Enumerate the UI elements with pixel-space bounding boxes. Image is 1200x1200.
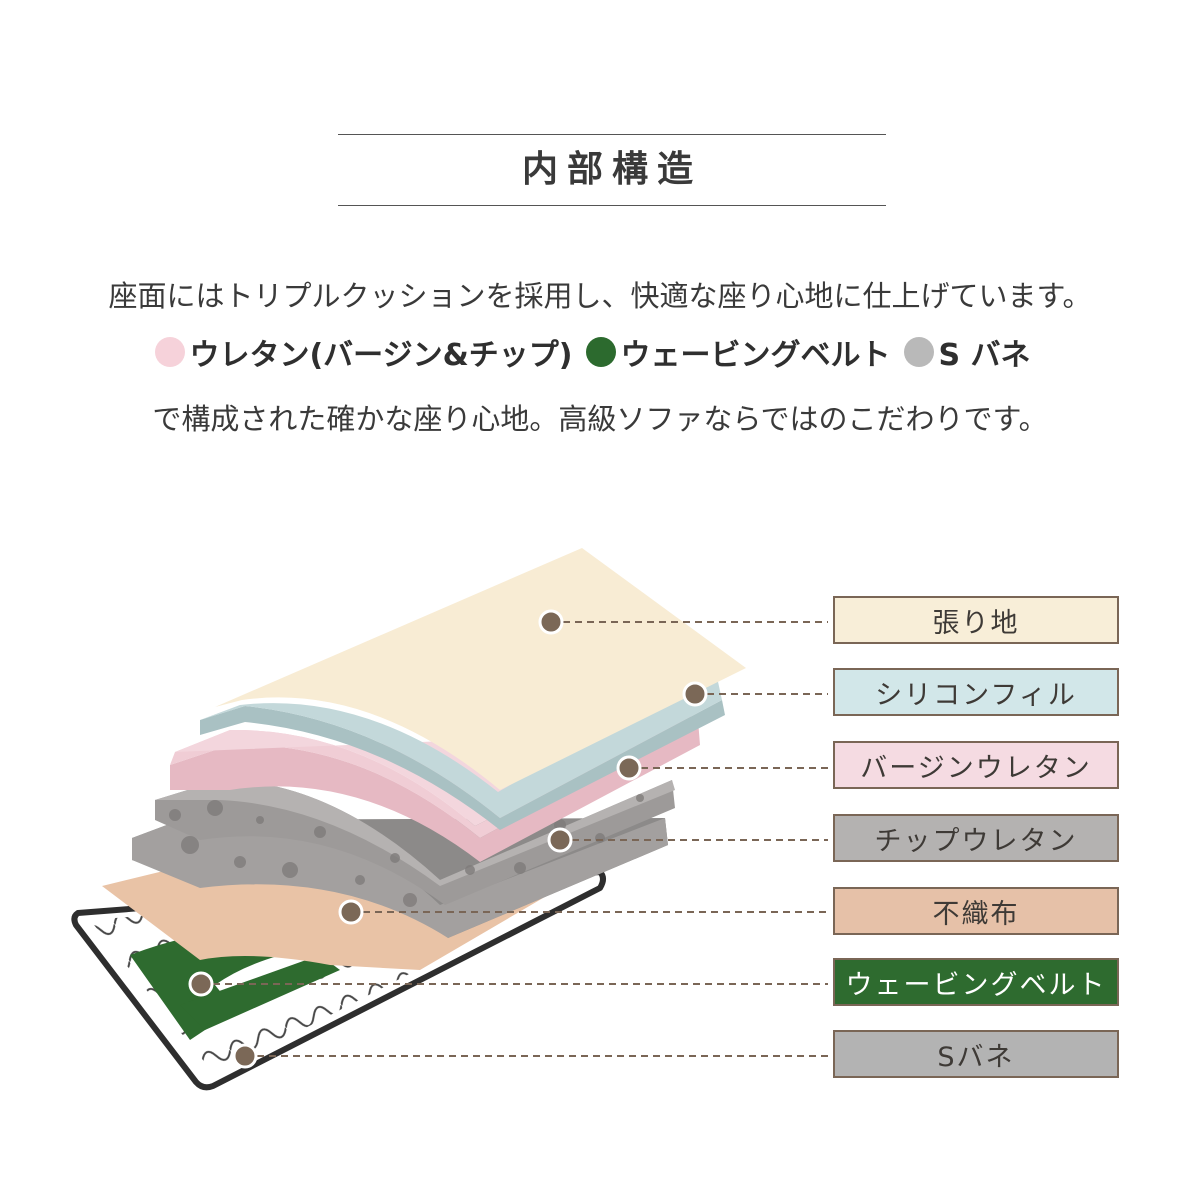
label-s-spring: Sバネ [833, 1030, 1119, 1078]
legend-urethane: ウレタン(バージン&チップ) [189, 338, 573, 373]
label-chip-urethane: チップウレタン [833, 814, 1119, 862]
marker-silicone-fill [682, 681, 708, 707]
marker-virgin-urethane [616, 755, 642, 781]
urethane-dot-icon [155, 337, 186, 367]
label-non-woven: 不織布 [833, 887, 1119, 935]
page-title: 内部構造 [521, 149, 702, 190]
marker-webbing-belt [188, 971, 214, 997]
label-webbing-belt: ウェービングベルト [833, 958, 1119, 1006]
legend-spring: S バネ [938, 338, 1031, 373]
marker-upholstery [538, 609, 564, 635]
upholstery-layer [215, 548, 746, 790]
chip-urethane-layer [132, 780, 675, 938]
material-legend: ウレタン(バージン&チップ) ウェービングベルト S バネ [0, 330, 1200, 374]
intro-text: 座面にはトリプルクッションを採用し、快適な座り心地に仕上げています。 [108, 279, 1092, 313]
leader-lines [201, 621, 828, 1057]
legend-webbing: ウェービングベルト [620, 338, 891, 373]
marker-non-woven [338, 899, 364, 925]
marker-s-spring [232, 1043, 258, 1069]
leader-markers [188, 609, 708, 1069]
title-bottom-rule [338, 205, 886, 206]
label-virgin-urethane: バージンウレタン [833, 741, 1119, 789]
silicone-fill-layer [200, 668, 725, 830]
label-silicone-fill: シリコンフィル [833, 668, 1119, 716]
title-top-rule [338, 134, 886, 135]
webbing-dot-icon [586, 337, 617, 367]
label-upholstery: 張り地 [833, 596, 1119, 644]
marker-chip-urethane [547, 827, 573, 853]
outro-text: で構成された確かな座り心地。高級ソファならではのこだわりです。 [152, 402, 1048, 436]
spring-dot-icon [904, 337, 935, 367]
